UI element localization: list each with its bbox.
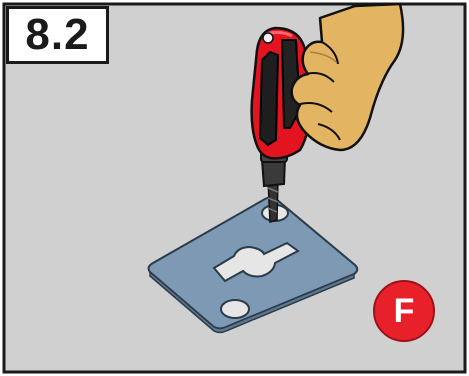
step-number: 8.2 [25,10,89,60]
step-number-box: 8.2 [6,6,109,64]
part-badge: F [373,280,435,342]
part-badge-letter: F [394,292,415,331]
